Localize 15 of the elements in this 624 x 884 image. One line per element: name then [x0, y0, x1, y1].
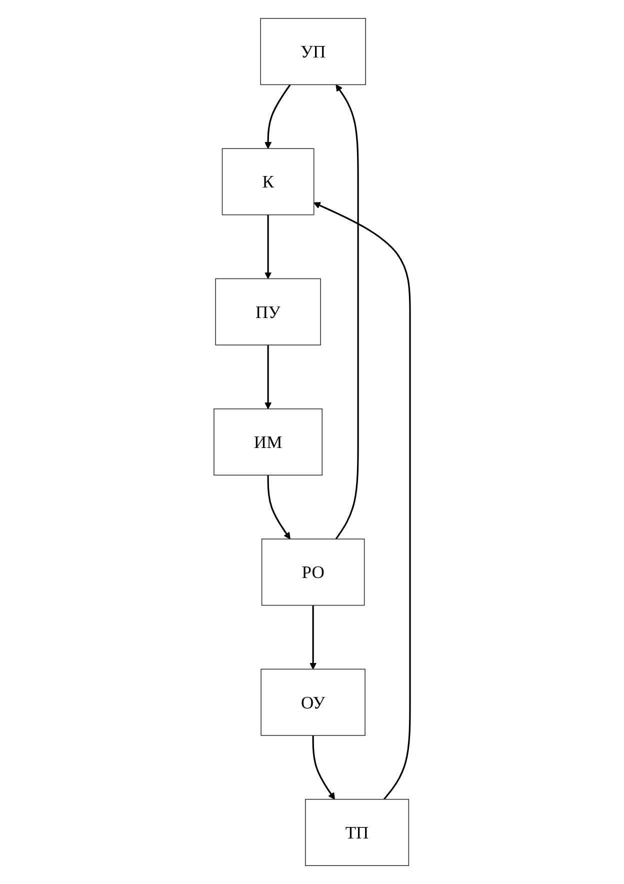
node-box: РО: [261, 538, 365, 606]
node-box: УП: [260, 18, 366, 86]
arrow: [264, 214, 272, 280]
arrow: [335, 84, 359, 540]
node-box: К: [222, 148, 314, 216]
node-box: ИМ: [214, 408, 323, 476]
arrow: [264, 344, 272, 410]
arrow: [310, 605, 317, 670]
arrow: [314, 202, 411, 800]
arrow: [267, 475, 290, 540]
node-box: ТП: [305, 798, 410, 866]
arrow: [312, 735, 335, 800]
arrow: [264, 84, 291, 149]
node-box: ПУ: [215, 278, 321, 346]
node-box: ОУ: [260, 668, 366, 736]
